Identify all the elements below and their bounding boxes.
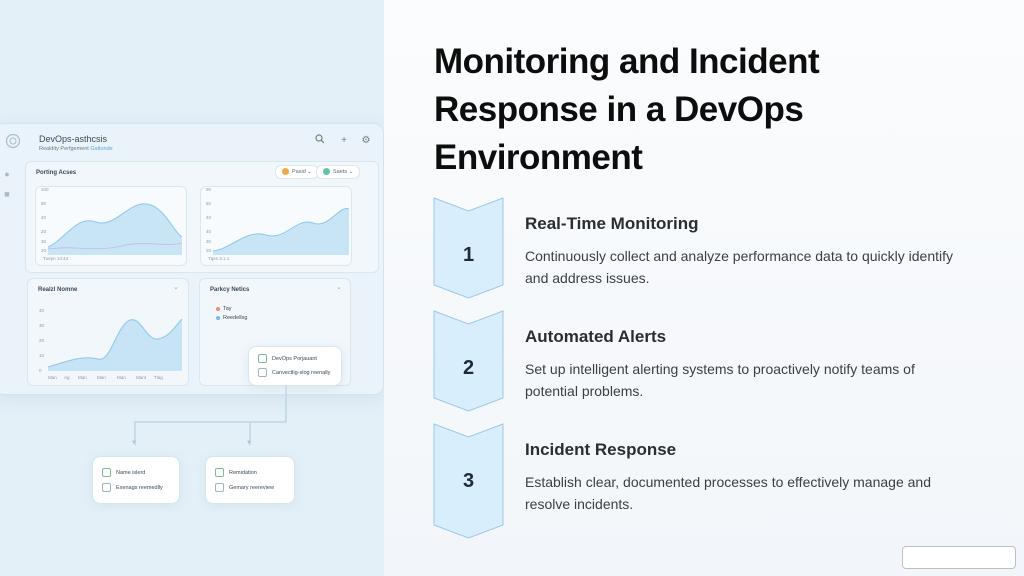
y-tick: 40 <box>206 229 212 234</box>
panel-title: Porting Acses <box>36 170 77 176</box>
y-tick: 40 <box>206 215 212 220</box>
y-tick: 20 <box>41 248 47 253</box>
connector-line <box>249 421 251 445</box>
panel-title: Realzl Nomne <box>38 287 78 293</box>
filter-chip-saets[interactable]: Saets ⌄ <box>316 165 361 179</box>
legend-dot-icon <box>216 306 220 311</box>
chart-footer: Tqes 3.1.1 <box>208 256 230 261</box>
dashboard-subtitle: Realdity Perfgement Galtonde <box>39 146 113 152</box>
legend-item: Tay <box>216 306 232 312</box>
search-icon[interactable] <box>313 134 327 148</box>
step-number: 1 <box>462 244 475 266</box>
step-chevron-2 <box>433 310 504 412</box>
step-title: Incident Response <box>525 440 677 459</box>
checkbox-icon[interactable] <box>258 368 267 377</box>
logo-icon <box>5 133 21 149</box>
checkbox-icon[interactable] <box>215 468 224 477</box>
chevron-down-icon[interactable]: ⌄ <box>173 284 179 291</box>
y-tick: 90 <box>206 187 212 192</box>
realzl-nomne-panel: Realzl Nomne ⌄ 40 30 20 10 0 Man Ag Man … <box>27 278 189 386</box>
x-tick: Man <box>117 375 126 380</box>
step-number: 3 <box>462 470 475 492</box>
filter-chip-pasid[interactable]: Pasid ⌄ <box>275 165 319 179</box>
panel-title: Parkcy Netics <box>210 287 250 293</box>
legend-dot-icon <box>216 315 220 320</box>
flow-card-item[interactable]: Gemary reereview <box>215 483 274 492</box>
y-tick: 0 <box>39 368 42 373</box>
flow-card-item[interactable]: Name islerd <box>102 468 145 477</box>
y-tick: 30 <box>39 323 45 328</box>
x-tick: Tlag <box>154 375 163 380</box>
plus-icon[interactable]: + <box>341 135 347 146</box>
y-tick: 60 <box>206 201 212 206</box>
y-tick: 30 <box>206 239 212 244</box>
arrow-down-icon: ▼ <box>246 440 252 446</box>
x-tick: Man <box>78 375 87 380</box>
y-tick: 20 <box>206 248 212 253</box>
y-tick: 20 <box>41 229 47 234</box>
y-tick: 10 <box>39 353 45 358</box>
dot-icon <box>282 168 289 176</box>
slide-title: Monitoring and Incident Response in a De… <box>434 42 820 177</box>
y-tick: 30 <box>41 239 47 244</box>
checkbox-icon[interactable] <box>102 468 111 477</box>
legend-item: Reedellsg <box>216 315 247 321</box>
area-chart-right <box>212 208 350 255</box>
step-chevron-1 <box>433 197 504 299</box>
chart-card-right <box>200 186 352 266</box>
checkbox-icon[interactable] <box>258 354 267 363</box>
step-description: Continuously collect and analyze perform… <box>525 248 954 286</box>
checkbox-icon[interactable] <box>215 483 224 492</box>
popover-item[interactable]: DevOps Porjauant <box>258 354 317 363</box>
flow-card-item[interactable]: Remidation <box>215 468 257 477</box>
popover-item[interactable]: Canvectlig-slog reenally <box>258 368 330 377</box>
settings-icon[interactable]: ⚙ <box>361 135 371 146</box>
y-tick: 80 <box>41 201 47 206</box>
devops-popover: DevOps Porjauant Canvectlig-slog reenall… <box>248 346 342 386</box>
x-tick: Mant <box>136 375 147 380</box>
step-number: 2 <box>462 357 475 379</box>
dashboard-mockup: DevOps-asthcsis Realdity Perfgement Galt… <box>0 123 384 395</box>
step-title: Automated Alerts <box>525 327 667 346</box>
chart-footer: Tuepn 13:44 <box>43 256 69 261</box>
illustration-panel: DevOps-asthcsis Realdity Perfgement Galt… <box>0 0 384 576</box>
x-tick: Man <box>97 375 106 380</box>
flow-card-detection: Name islerd Exenags reemedlly <box>92 456 180 504</box>
dashboard-subtitle-accent: Galtonde <box>90 146 113 152</box>
arrow-down-icon: ▼ <box>131 440 137 446</box>
area-chart-bottom <box>47 318 183 371</box>
y-tick: 40 <box>39 308 45 313</box>
y-tick: 40 <box>41 215 47 220</box>
step-description: Set up intelligent alerting systems to p… <box>525 361 915 399</box>
flow-card-remediation: Remidation Gemary reereview <box>205 456 295 504</box>
step-description: Establish clear, documented processes to… <box>525 474 931 512</box>
presentation-control-box[interactable] <box>902 546 1016 569</box>
y-tick: 20 <box>39 338 45 343</box>
connector-line <box>134 421 136 445</box>
step-title: Real-Time Monitoring <box>525 214 699 233</box>
flow-card-item[interactable]: Exenags reemedlly <box>102 483 163 492</box>
step-chevron-3 <box>433 423 504 539</box>
chevron-down-icon[interactable]: ⌄ <box>336 284 342 291</box>
dot-icon <box>323 168 330 176</box>
sidebar-apple-icon[interactable]: ● <box>4 169 10 179</box>
dashboard-title: DevOps-asthcsis <box>39 134 108 144</box>
area-chart-left <box>47 203 183 255</box>
chart-card-left <box>35 186 187 266</box>
connector-line <box>285 386 287 422</box>
sidebar-app-icon[interactable]: ■ <box>4 189 10 199</box>
y-tick: 100 <box>41 187 49 192</box>
checkbox-icon[interactable] <box>102 483 111 492</box>
x-tick: Man <box>48 375 57 380</box>
x-tick: Ag <box>64 375 70 380</box>
connector-line <box>134 421 286 423</box>
